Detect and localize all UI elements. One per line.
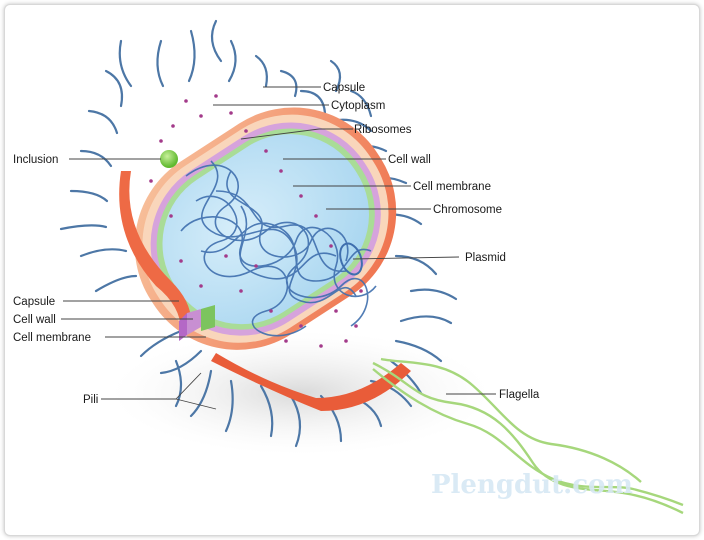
label-cytoplasm: Cytoplasm bbox=[331, 100, 385, 112]
label-flagella: Flagella bbox=[499, 389, 540, 401]
label-cell-membrane-left: Cell membrane bbox=[13, 332, 91, 344]
watermark: Plengdut.com bbox=[431, 470, 633, 500]
label-cell-wall-right: Cell wall bbox=[388, 154, 431, 166]
plasmid bbox=[339, 242, 363, 276]
label-plasmid: Plasmid bbox=[465, 252, 506, 264]
cell-shadow bbox=[111, 331, 491, 455]
label-inclusion: Inclusion bbox=[13, 154, 58, 166]
label-cell-membrane-right: Cell membrane bbox=[413, 181, 491, 193]
ribosomes bbox=[149, 94, 363, 348]
pili bbox=[59, 19, 458, 448]
diagram-frame: Plengdut.com Capsule Cytoplasm Ribosomes… bbox=[4, 4, 700, 536]
inclusion-body bbox=[160, 150, 178, 168]
bacterium-diagram: Plengdut.com Capsule Cytoplasm Ribosomes… bbox=[13, 19, 684, 515]
label-capsule-left: Capsule bbox=[13, 296, 55, 308]
cutaway-layers bbox=[119, 171, 411, 411]
label-chromosome: Chromosome bbox=[433, 204, 502, 216]
label-capsule-top: Capsule bbox=[323, 82, 365, 94]
flagella bbox=[372, 357, 684, 515]
label-pili: Pili bbox=[83, 394, 98, 406]
chromosome bbox=[180, 160, 377, 337]
label-ribosomes: Ribosomes bbox=[354, 124, 412, 136]
label-cell-wall-left: Cell wall bbox=[13, 314, 56, 326]
leader-lines bbox=[61, 86, 496, 410]
